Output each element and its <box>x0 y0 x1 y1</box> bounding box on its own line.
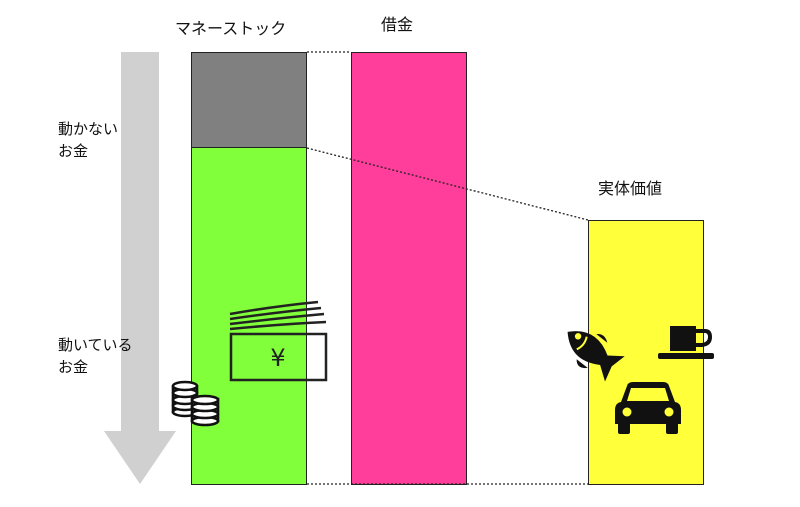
coffee-cup-icon <box>658 326 714 359</box>
yen-banknote-icon: ¥ <box>229 300 328 382</box>
real-value-title: 実体価値 <box>598 179 663 198</box>
idle-money-label: 動かない お金 <box>58 120 119 160</box>
fish-icon <box>567 331 625 382</box>
debt-title: 借金 <box>381 15 414 34</box>
debt-bar <box>351 52 467 485</box>
active-money-label: 動いている お金 <box>58 336 133 376</box>
coin-stack-icon <box>171 380 220 427</box>
down-arrow-icon <box>104 52 176 484</box>
money-stock-title: マネーストック <box>175 19 287 38</box>
idle-money-segment <box>191 52 307 149</box>
car-icon <box>615 382 681 434</box>
yen-symbol: ¥ <box>270 344 285 372</box>
